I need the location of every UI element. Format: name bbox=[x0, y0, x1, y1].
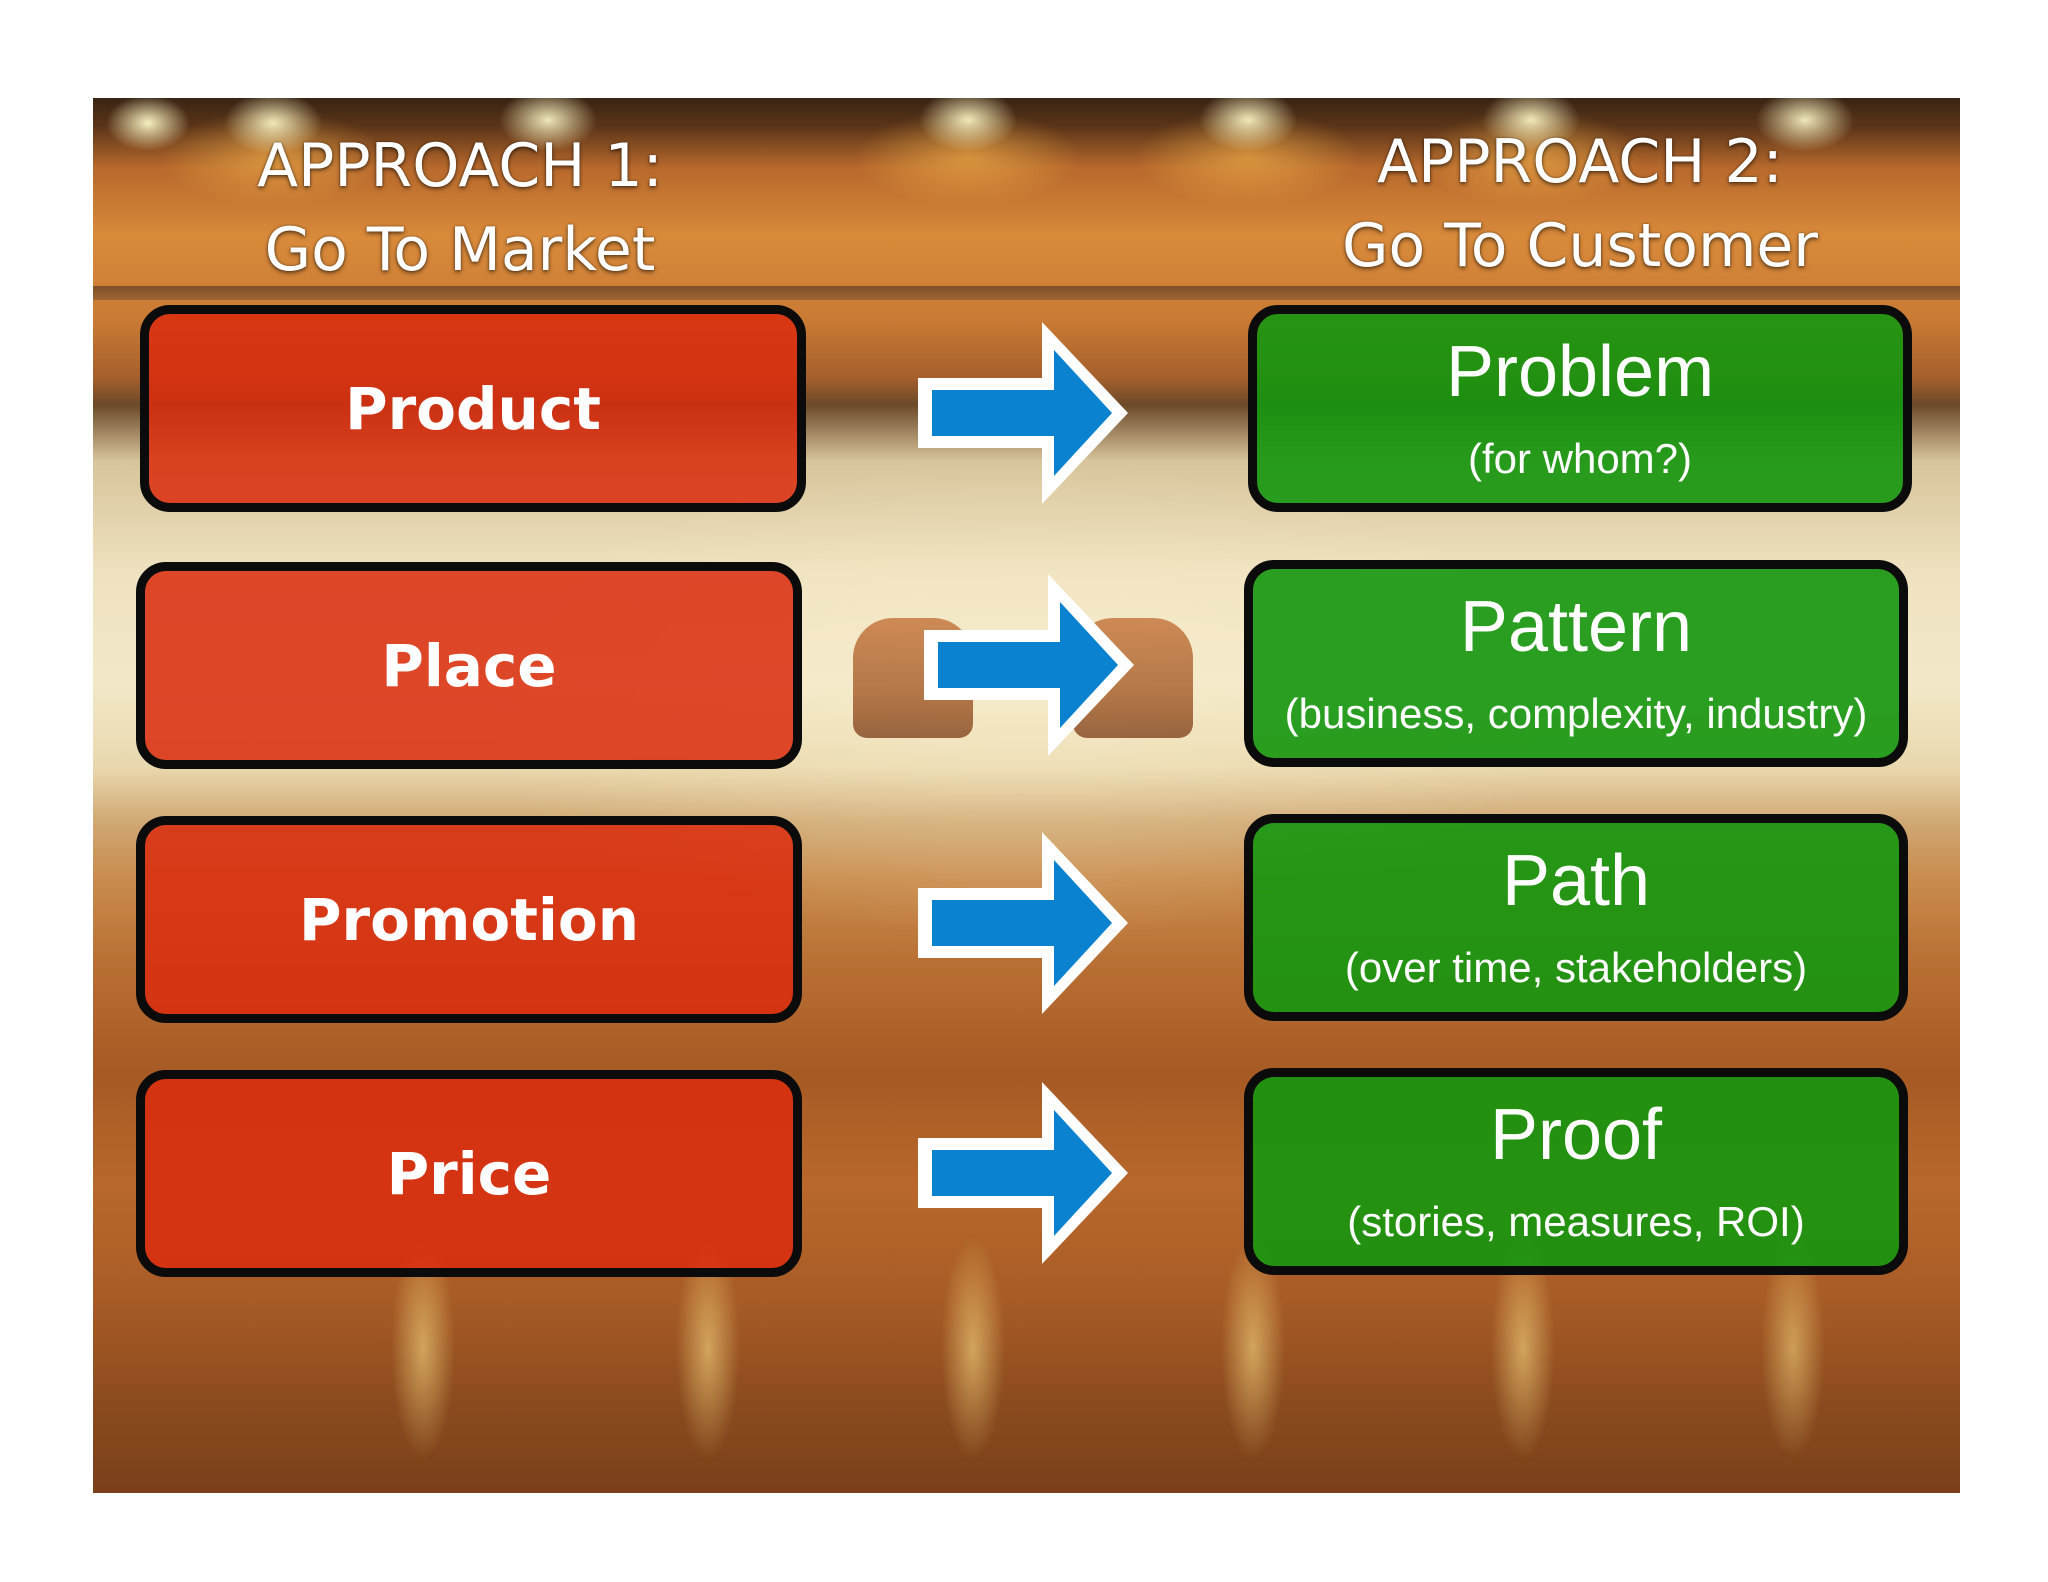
ceiling-band bbox=[93, 286, 1960, 300]
approach2-item-title: Path bbox=[1501, 840, 1651, 921]
approach2-item-title: Proof bbox=[1489, 1094, 1663, 1175]
approach2-item-subtitle: (stories, measures, ROI) bbox=[1347, 1197, 1805, 1245]
approach2-box-path: Path (over time, stakeholders) bbox=[1244, 814, 1908, 1021]
right-arrow-icon bbox=[918, 832, 1128, 1014]
approach1-box-price: Price bbox=[136, 1070, 802, 1277]
approach1-item-label: Place bbox=[381, 631, 557, 700]
right-arrow-icon bbox=[918, 1082, 1128, 1264]
approach1-box-product: Product bbox=[140, 305, 806, 512]
right-arrow-icon bbox=[918, 322, 1128, 504]
approach1-heading-line1: APPROACH 1: bbox=[257, 131, 663, 201]
approach2-box-problem: Problem (for whom?) bbox=[1248, 305, 1912, 512]
approach1-item-label: Price bbox=[386, 1139, 552, 1208]
approach2-item-title: Problem bbox=[1445, 331, 1715, 412]
approach1-heading-line2: Go To Market bbox=[264, 215, 656, 285]
approach2-box-proof: Proof (stories, measures, ROI) bbox=[1244, 1068, 1908, 1275]
approach2-item-subtitle: (over time, stakeholders) bbox=[1344, 943, 1808, 991]
approach2-item-title: Pattern bbox=[1459, 586, 1693, 667]
right-arrow-icon bbox=[924, 574, 1134, 756]
approach2-heading-line1: APPROACH 2: bbox=[1377, 127, 1783, 197]
approach2-heading: APPROACH 2: Go To Customer bbox=[1280, 120, 1880, 288]
approach2-item-subtitle: (business, complexity, industry) bbox=[1284, 689, 1868, 737]
approach1-item-label: Product bbox=[345, 374, 601, 443]
approach2-box-pattern: Pattern (business, complexity, industry) bbox=[1244, 560, 1908, 767]
approach2-item-subtitle: (for whom?) bbox=[1467, 434, 1693, 482]
approach1-heading: APPROACH 1: Go To Market bbox=[210, 124, 710, 292]
approach2-heading-line2: Go To Customer bbox=[1342, 211, 1818, 281]
approach1-box-promotion: Promotion bbox=[136, 816, 802, 1023]
approach1-item-label: Promotion bbox=[299, 885, 639, 954]
approach1-box-place: Place bbox=[136, 562, 802, 769]
